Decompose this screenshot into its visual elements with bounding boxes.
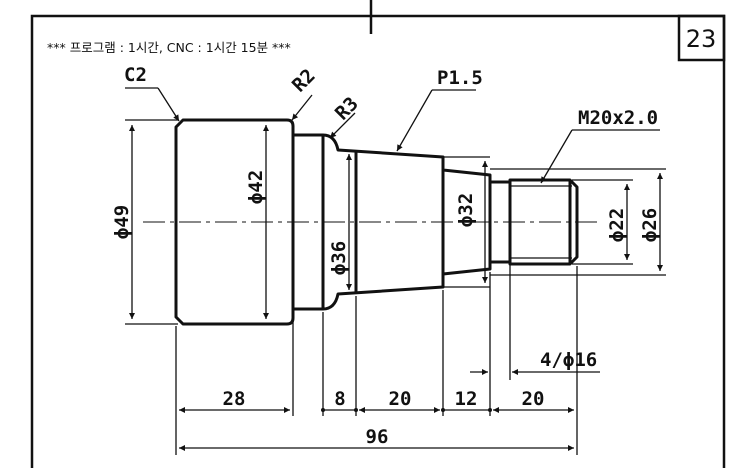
dim-length-20-thread: 20	[522, 388, 545, 410]
header-text: *** 프로그램 : 1시간, CNC : 1시간 15분 ***	[47, 40, 291, 55]
dim-length-12: 12	[455, 388, 478, 410]
callout-thread: M20x2.0	[578, 107, 658, 129]
diameter-dimensions: ϕ49 ϕ42 ϕ36 ϕ32 ϕ22 ϕ26	[111, 119, 666, 325]
callout-taper: P1.5	[437, 67, 483, 89]
dim-diameter-42: ϕ42	[245, 170, 267, 204]
callout-chamfer: C2	[124, 64, 147, 86]
dim-length-20-taper: 20	[389, 388, 412, 410]
problem-number-box	[677, 14, 726, 62]
dim-diameter-22: ϕ22	[606, 208, 628, 242]
dim-diameter-36: ϕ36	[328, 241, 350, 275]
dim-length-8: 8	[334, 388, 345, 410]
dim-diameter-49: ϕ49	[111, 205, 133, 239]
dim-diameter-26: ϕ26	[639, 208, 661, 242]
dim-groove: 4/ϕ16	[540, 349, 597, 371]
callout-leaders: C2 R2 R3 P1.5 M20x2.0	[124, 64, 660, 184]
dim-diameter-32: ϕ32	[455, 193, 477, 227]
dim-length-28: 28	[223, 388, 246, 410]
callout-radius-r3: R3	[331, 93, 363, 125]
problem-number: 23	[686, 25, 717, 53]
drawing-border	[30, 14, 726, 468]
dim-length-total: 96	[366, 426, 389, 448]
callout-radius-r2: R2	[288, 65, 320, 97]
length-dimensions: 28 8 20 12 20 96 4/ϕ16	[175, 265, 600, 455]
